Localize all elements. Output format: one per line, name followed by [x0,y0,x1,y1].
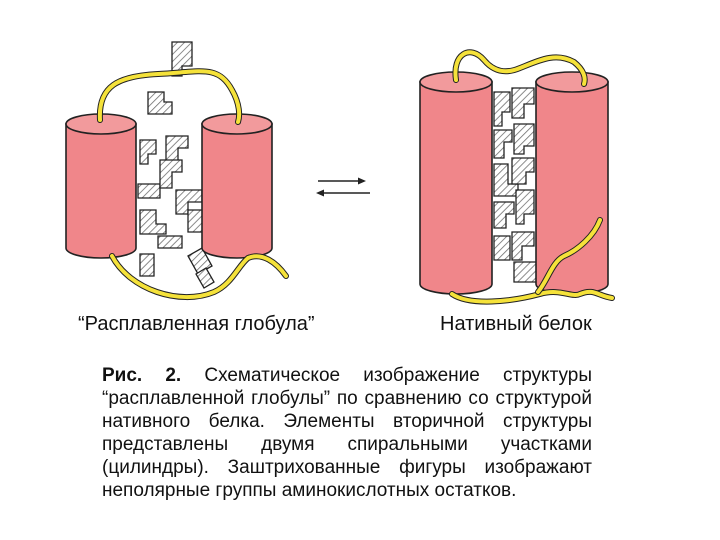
polypeptide-chain-left [96,68,289,301]
equilibrium-arrows-icon [316,177,370,197]
native-protein-label: Нативный белок [440,313,592,335]
helix-cylinder-right-2 [535,71,609,295]
molten-globule-diagram [65,41,289,301]
figure-illustration [65,41,615,305]
helix-cylinder-right-1 [419,71,493,295]
helix-cylinder-left-1 [65,113,137,259]
helix-cylinder-left-2 [201,113,273,259]
caption-text: Схематическое изображение структуры “рас… [102,365,593,501]
figure-number: Рис. 2. [102,365,182,386]
figure-caption: Рис. 2. Схематическое изображение структ… [102,364,592,502]
native-protein-diagram [419,49,615,305]
molten-globule-label: “Расплавленная глобула” [78,313,315,335]
polypeptide-chain-right [449,49,615,305]
nonpolar-groups-left [137,41,215,289]
